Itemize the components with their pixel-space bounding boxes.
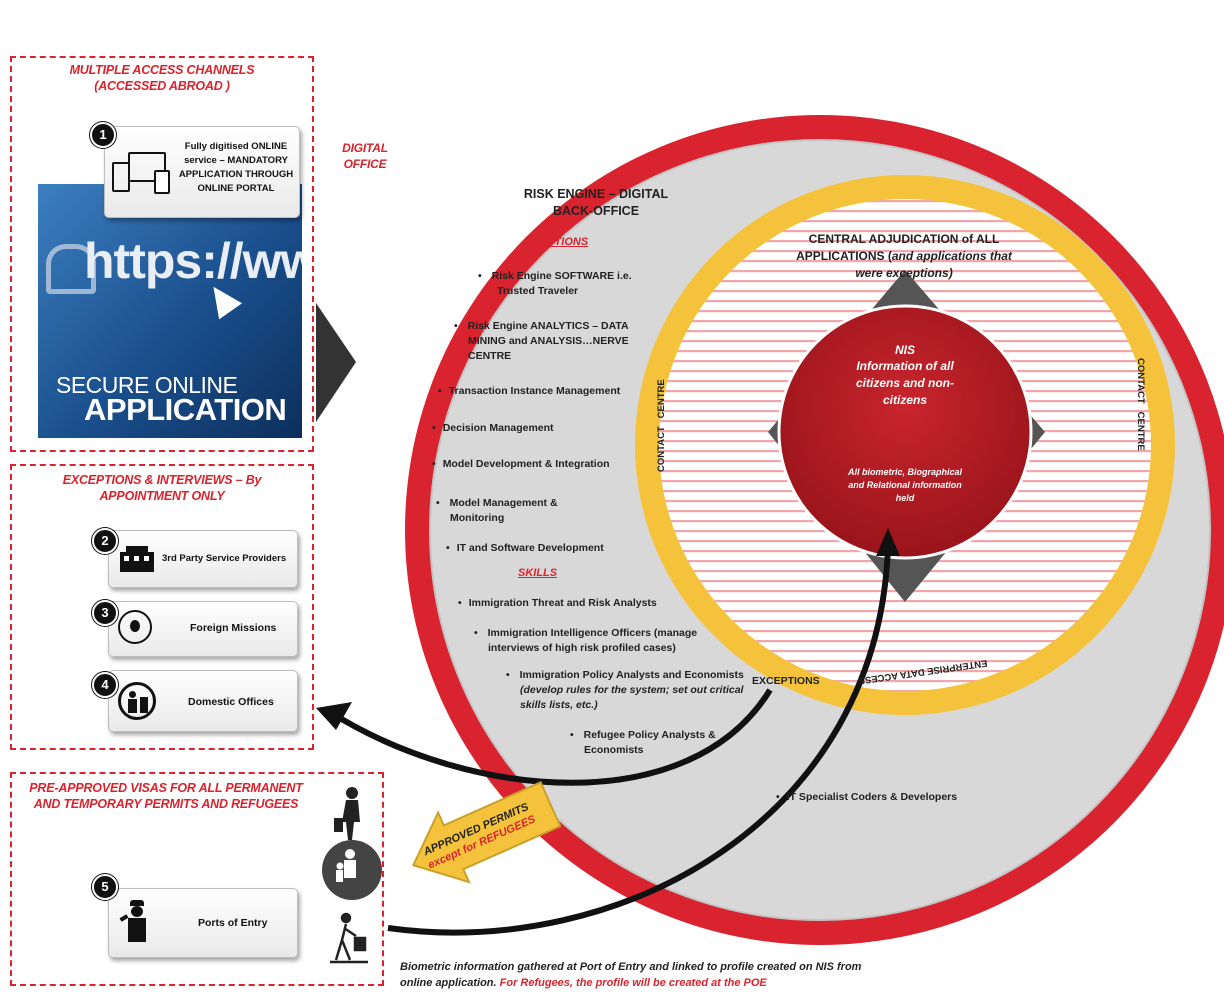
banner-url: https://www. — [84, 233, 302, 289]
step-number-5: 5 — [92, 874, 118, 900]
risk-engine-title: RISK ENGINE – DIGITAL BACK-OFFICE — [523, 187, 669, 218]
devices-icon — [112, 152, 170, 194]
padlock-icon — [46, 244, 96, 294]
access-channels-title: MULTIPLE ACCESS CHANNELS (ACCESSED ABROA… — [69, 63, 255, 93]
flow-arrow — [316, 303, 356, 422]
nis-detail-text: All biometric, Biographical and Relation… — [847, 467, 963, 503]
footer-caption: Biometric information gathered at Port o… — [400, 961, 862, 989]
online-service-text: Fully digitised ONLINE service – MANDATO… — [178, 141, 294, 194]
contact-centre-right: CONTACT CENTRE — [1135, 358, 1146, 451]
traveller-icon — [334, 787, 360, 840]
officer-icon — [119, 900, 150, 942]
exceptions-title: EXCEPTIONS & INTERVIEWS – By APPOINTMENT… — [62, 473, 262, 503]
secure-online-banner: https://www. SECURE ONLINE APPLICATION — [38, 184, 302, 438]
skill-item-2: Immigration Intelligence Officers (manag… — [474, 626, 714, 656]
step-number-2: 2 — [92, 528, 118, 554]
online-service-card — [104, 126, 300, 218]
skill-item-1: Immigration Threat and Risk Analysts — [458, 596, 657, 611]
skill-item-3: Immigration Policy Analysts and Economis… — [506, 668, 756, 713]
function-item-7: IT and Software Development — [446, 541, 604, 556]
functions-heading: FUNCTIONS — [524, 236, 589, 248]
building-icon — [120, 546, 154, 572]
porter-icon — [330, 912, 368, 964]
function-item-5: Model Development & Integration — [432, 457, 610, 472]
banner-line2: APPLICATION — [84, 392, 287, 427]
poe-to-nis-arrow — [387, 544, 891, 936]
approved-permits-arrow — [411, 780, 562, 884]
ports-of-entry-label: Ports of Entry — [198, 917, 268, 929]
function-item-6: Model Management & Monitoring — [436, 496, 616, 526]
globe-icon — [118, 610, 152, 644]
third-party-label: 3rd Party Service Providers — [162, 553, 287, 564]
function-item-3: Transaction Instance Management — [438, 384, 621, 399]
function-item-2: Risk Engine ANALYTICS – DATA MINING and … — [454, 319, 654, 364]
nis-text: NIS Information of all citizens and non-… — [855, 343, 954, 407]
skill-item-4: Refugee Policy Analysts & Economists — [570, 728, 740, 758]
visas-title: PRE-APPROVED VISAS FOR ALL PERMANENT AND… — [29, 781, 303, 811]
visas-panel — [10, 772, 384, 986]
family-office-icon — [118, 682, 156, 720]
contact-centre-left: CONTACT CENTRE — [656, 379, 667, 472]
access-channels-panel — [10, 56, 314, 452]
skills-heading: SKILLS — [518, 567, 558, 579]
central-adjudication-text: CENTRAL ADJUDICATION of ALL APPLICATIONS… — [796, 232, 1012, 280]
nis-circle — [777, 304, 1033, 560]
exceptions-label: EXCEPTIONS — [752, 675, 820, 687]
digital-office-label: DIGITAL OFFICE — [342, 141, 388, 171]
exceptions-panel — [10, 464, 314, 750]
step-number-3: 3 — [92, 600, 118, 626]
banner-line1: SECURE ONLINE — [56, 372, 238, 398]
step-number-4: 4 — [92, 672, 118, 698]
function-item-1: Risk Engine SOFTWARE i.e. Trusted Travel… — [478, 269, 658, 299]
step-number-1: 1 — [90, 122, 116, 148]
foreign-missions-label: Foreign Missions — [190, 622, 277, 634]
function-item-4: Decision Management — [432, 421, 554, 436]
domestic-offices-label: Domestic Offices — [188, 696, 274, 708]
skill-item-5: IT Specialist Coders & Developers — [776, 790, 957, 805]
